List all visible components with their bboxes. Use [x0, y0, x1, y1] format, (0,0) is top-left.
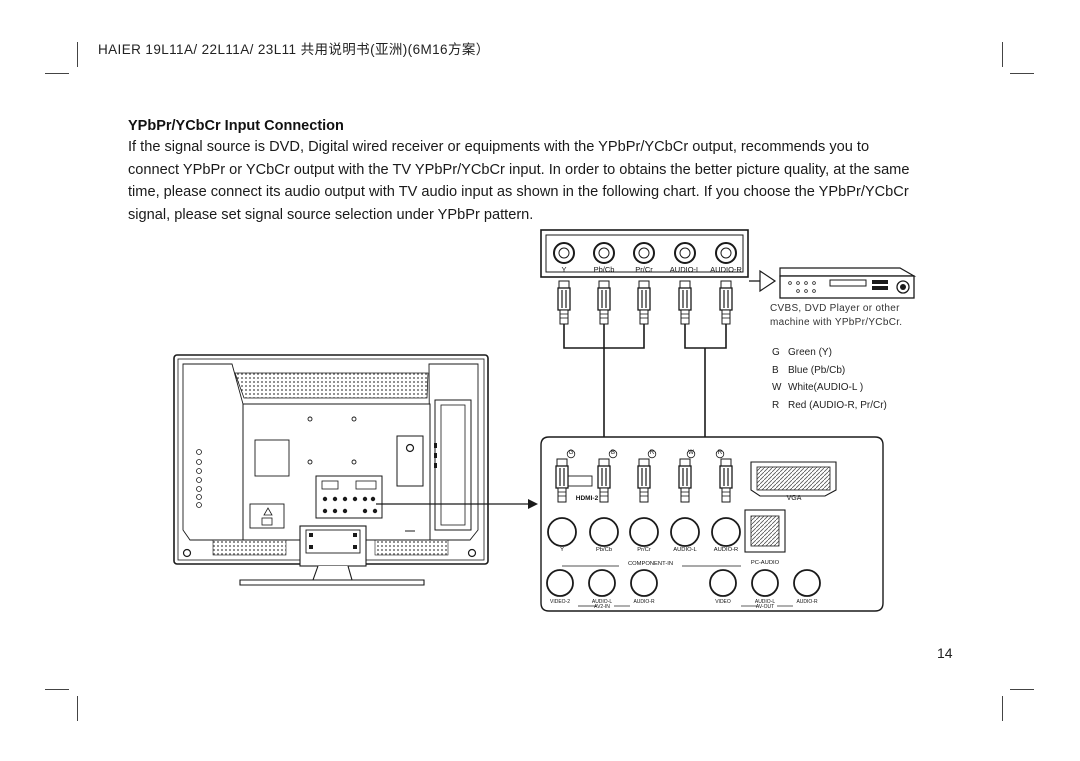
plug-letter: G: [568, 450, 574, 456]
section-title: YPbPr/YCbCr Input Connection: [128, 118, 344, 134]
jack-label: Y: [561, 265, 567, 274]
section-body: If the signal source is DVD, Digital wir…: [128, 136, 958, 226]
jack-label: AUDIO-R: [710, 265, 742, 274]
av2-in-label: AV2-IN: [594, 604, 610, 610]
arrow-to-dvd: [749, 269, 777, 293]
legend-text: White(AUDIO-L ): [788, 382, 864, 394]
plug-letter: B: [610, 450, 615, 456]
source-output-panel: Y Pb/Cb Pr/Cr AUDIO-L AUDIO-R: [540, 229, 749, 278]
body-line: If the signal source is DVD, Digital wir…: [128, 139, 870, 155]
component-jack-label: AUDIO-L: [673, 547, 697, 553]
legend-item: G Green (Y): [772, 344, 887, 362]
cable-color-legend: G Green (Y) B Blue (Pb/Cb) W White(AUDIO-L …: [772, 344, 887, 414]
crop-mark: [1010, 73, 1034, 74]
legend-text: Green (Y): [788, 347, 832, 358]
jack-label: Pr/Cr: [635, 265, 653, 274]
legend-item: W White(AUDIO-L ): [772, 379, 887, 397]
dvd-caption: CVBS, DVD Player or other machine with Y…: [770, 302, 902, 330]
jack-label: AUDIO-L: [669, 265, 701, 274]
av-jack-label: AUDIO-L: [754, 599, 776, 605]
component-jack-label: Pb/Cb: [595, 547, 613, 553]
crop-mark: [1010, 689, 1034, 690]
vga-label: VGA: [786, 495, 802, 502]
page-header: HAIER 19L11A/ 22L11A/ 23L11 共用说明书(亚洲)(6M…: [98, 42, 490, 57]
dvd-caption-line: machine with YPbPr/YCbCr.: [770, 317, 903, 328]
source-panel-graphic: [540, 229, 749, 278]
legend-item: R Red (AUDIO-R, Pr/Cr): [772, 397, 887, 415]
av-jack-label: VIDEO-2: [549, 599, 570, 605]
crop-mark: [77, 696, 78, 721]
component-jack-label: Pr/Cr: [637, 547, 651, 553]
pc-audio-label: PC-AUDIO: [750, 560, 780, 566]
legend-code: R: [772, 399, 780, 411]
body-line: time, please connect its audio output wi…: [128, 184, 909, 200]
av-jack-label: AUDIO-R: [796, 599, 818, 605]
component-jack-label: AUDIO-R: [713, 547, 739, 553]
av-jack-label: AUDIO-R: [633, 599, 655, 605]
legend-code: B: [772, 364, 779, 376]
crop-mark: [1002, 696, 1003, 721]
dvd-caption-line: CVBS, DVD Player or other: [770, 303, 900, 314]
legend-code: G: [772, 347, 780, 358]
av-jack-label: VIDEO: [715, 599, 731, 605]
crop-mark: [45, 689, 69, 690]
jack-label: Pb/Cb: [593, 265, 615, 274]
crop-mark: [1002, 42, 1003, 67]
tv-input-panel: [540, 436, 884, 612]
page-number: 14: [937, 645, 953, 661]
av-jack-label: AUDIO-L: [591, 599, 613, 605]
legend-text: Red (AUDIO-R, Pr/Cr): [788, 399, 887, 411]
legend-text: Blue (Pb/Cb): [788, 364, 846, 376]
plug-letter: R: [649, 450, 655, 456]
crop-mark: [77, 42, 78, 67]
tv-back-view: [173, 354, 489, 586]
source-plugs: [557, 280, 733, 325]
plug-letter: R: [717, 450, 723, 456]
dvd-player-image: [779, 267, 917, 299]
zoom-arrow: [376, 499, 538, 509]
av-out-label: AV-OUT: [755, 604, 775, 610]
crop-mark: [45, 73, 69, 74]
body-line: connect YPbPr or YCbCr output with the T…: [128, 161, 910, 178]
body-line: signal, please set signal source selecti…: [128, 206, 534, 223]
legend-code: W: [772, 382, 782, 394]
hdmi-label: HDMI-2: [575, 495, 599, 502]
component-jack-label: Y: [560, 547, 564, 553]
plug-letter: W: [688, 450, 694, 456]
component-in-label: COMPONENT-IN: [627, 561, 674, 567]
legend-item: B Blue (Pb/Cb): [772, 362, 887, 380]
